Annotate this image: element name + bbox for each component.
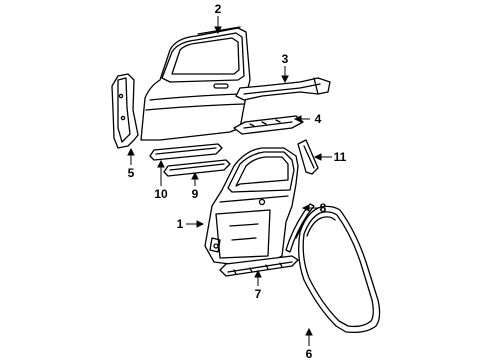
callout-2: 2: [215, 2, 222, 16]
callout-1: 1: [177, 217, 184, 231]
belt-molding-outer: [164, 160, 230, 176]
callout-8: 8: [320, 201, 327, 215]
rear-door-inner-shell: [205, 148, 298, 264]
callout-9: 9: [192, 187, 199, 201]
callout-4: 4: [315, 112, 322, 126]
belt-molding-inner: [150, 144, 222, 160]
rocker-sill-plate: [234, 116, 303, 134]
b-pillar-reinforcement: [112, 74, 138, 148]
applique-pad: [298, 140, 318, 174]
callout-5: 5: [128, 166, 135, 180]
callout-3: 3: [282, 52, 289, 66]
roof-rail-molding: [236, 78, 330, 100]
callout-11: 11: [334, 150, 347, 164]
callout-labels: 1 2 3 4 5 6 7 8 9 10 11: [128, 2, 347, 360]
lower-door-molding: [220, 256, 298, 276]
callout-6: 6: [306, 347, 313, 360]
callout-7: 7: [255, 287, 262, 301]
callout-10: 10: [154, 187, 168, 201]
door-weatherstrip-seal: [299, 206, 380, 332]
leader-lines: [127, 16, 332, 346]
rear-door-outer-panel: [141, 27, 250, 140]
